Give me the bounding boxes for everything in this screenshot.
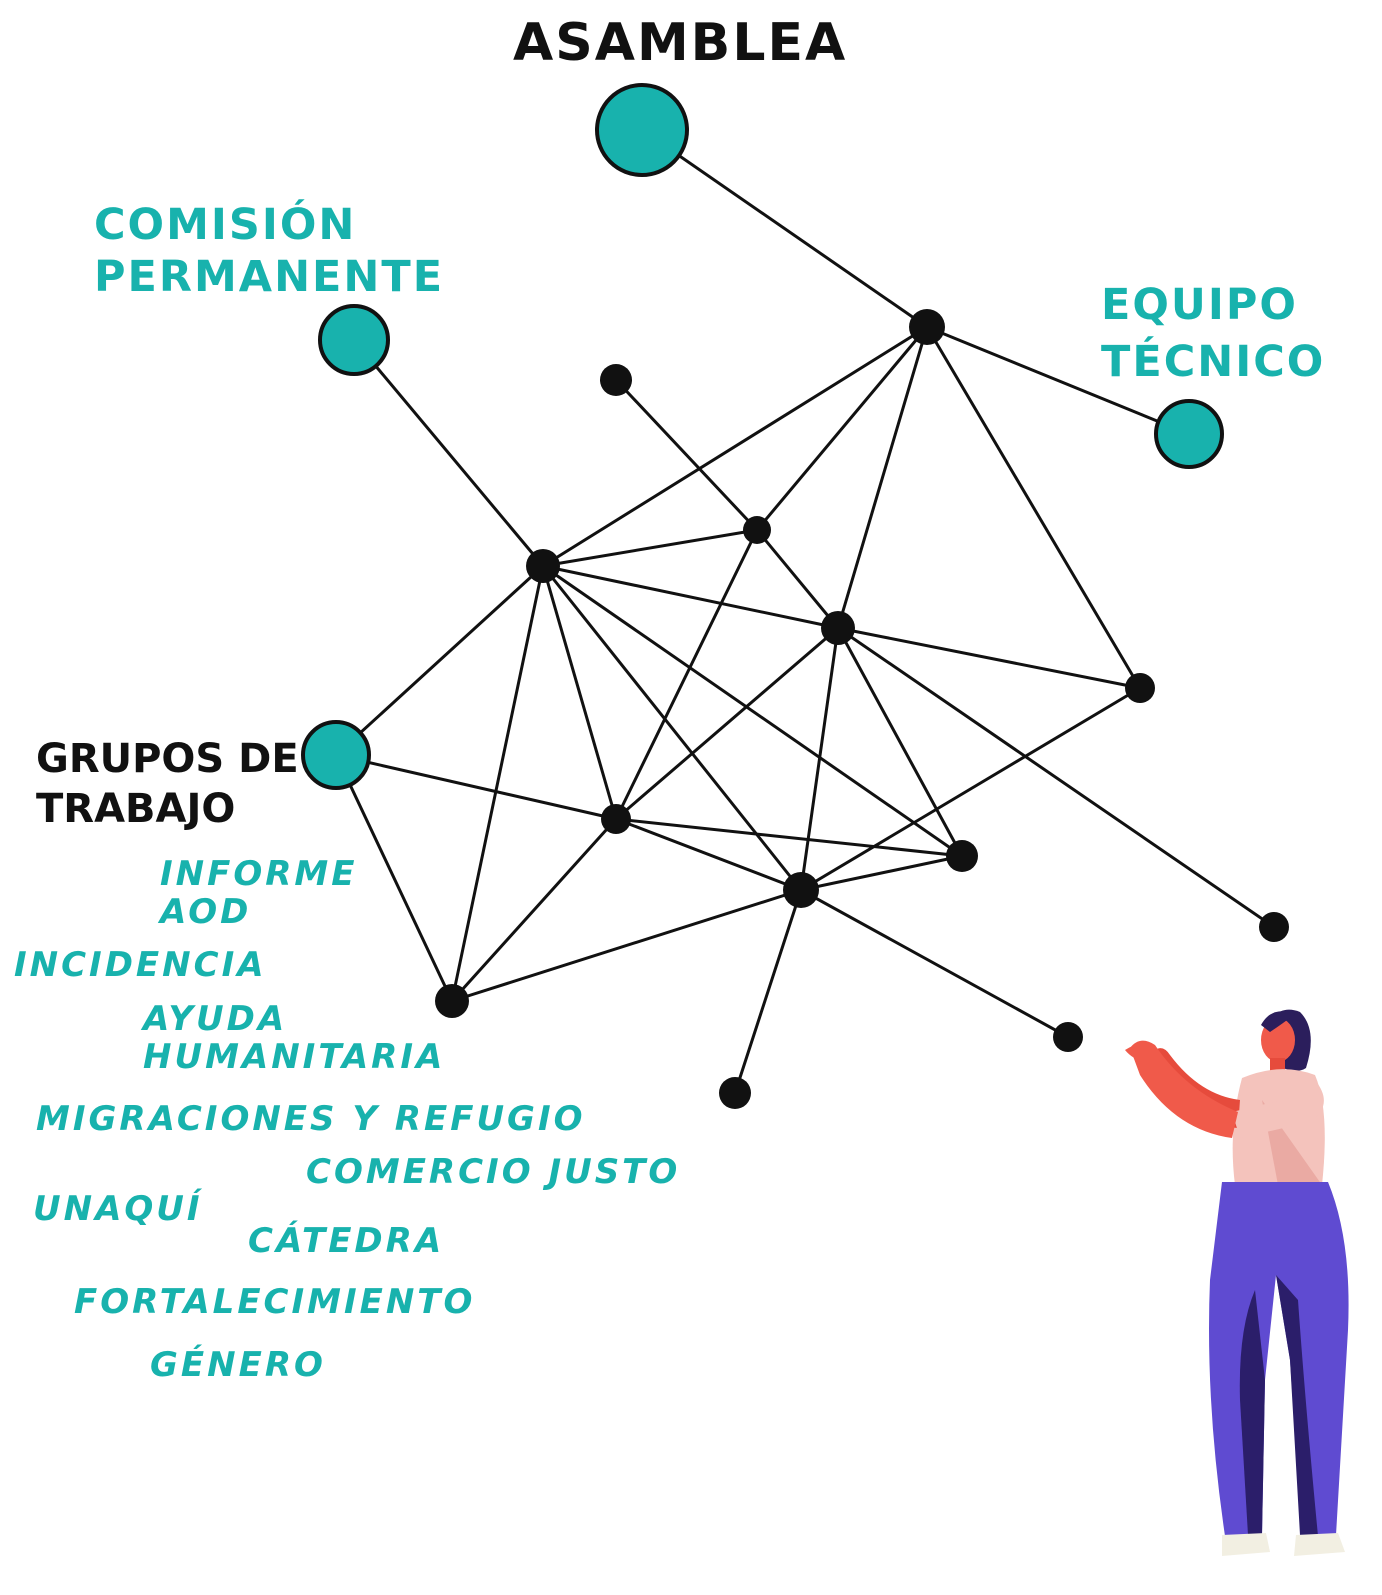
node-asamblea (595, 83, 689, 177)
node-r1 (1125, 673, 1155, 703)
edge-e-i (450, 817, 618, 1003)
edge-hub-r1 (925, 326, 1142, 689)
group-line: INCIDENCIA (14, 945, 267, 985)
woman-presenting-figure (1125, 1009, 1349, 1556)
edge-hub-equipo (926, 325, 1190, 436)
edge-grupos-e (335, 753, 617, 821)
edge-g-k (733, 889, 803, 1094)
edge-comision-c (352, 339, 545, 567)
equipo-line2: TÉCNICO (1101, 336, 1326, 387)
edge-hub-d (836, 326, 929, 629)
node-g (783, 872, 819, 908)
node-j (1053, 1022, 1083, 1052)
edge-c-f (542, 564, 963, 858)
node-k (719, 1077, 751, 1109)
node-equipo (1154, 399, 1224, 469)
node-d (821, 611, 855, 645)
edge-d-g (799, 627, 840, 891)
group-line: MIGRACIONES Y REFUGIO (36, 1099, 586, 1139)
group-informe-aod: INFORME AOD (160, 855, 357, 931)
edge-c-m1 (542, 528, 758, 568)
edge-d-f (836, 627, 964, 857)
edge-c-grupos (334, 564, 545, 757)
group-line: AOD (160, 892, 252, 933)
group-ayuda-humanitaria: AYUDA HUMANITARIA (143, 1000, 445, 1076)
group-line: GÉNERO (150, 1345, 326, 1385)
edge-grupos-i (334, 754, 454, 1002)
group-line: AYUDA (143, 999, 288, 1039)
edge-g-j (800, 888, 1069, 1039)
edge-m1-d (755, 529, 840, 629)
group-unaqui: UNAQUÍ (33, 1190, 203, 1228)
network-nodes (301, 83, 1289, 1109)
edge-d-e (615, 626, 839, 821)
node-m1 (743, 516, 771, 544)
edge-e-g (615, 817, 802, 892)
node-t1 (600, 364, 632, 396)
group-fortalecimiento: FORTALECIMIENTO (74, 1283, 475, 1321)
comision-line2: PERMANENTE (94, 251, 445, 302)
comision-permanente-label: COMISIÓN PERMANENTE (94, 200, 444, 303)
node-grupos (301, 720, 371, 790)
edge-t1-m1 (614, 378, 759, 532)
grupos-de-trabajo-label: GRUPOS DE TRABAJO (36, 734, 299, 834)
group-migraciones-y-refugio: MIGRACIONES Y REFUGIO (36, 1100, 586, 1138)
group-line: COMERCIO JUSTO (306, 1152, 681, 1192)
edge-c-e (541, 565, 618, 820)
edge-hub-m1 (755, 326, 929, 531)
node-i (435, 984, 469, 1018)
edge-d-r1 (837, 626, 1141, 690)
node-h (1259, 912, 1289, 942)
group-line: UNAQUÍ (33, 1189, 203, 1229)
grupos-line1: GRUPOS DE (36, 736, 299, 782)
edge-m1-e (614, 529, 759, 820)
edge-d-h (837, 626, 1275, 929)
edge-g-f (800, 854, 963, 892)
edge-g-i (451, 888, 802, 1003)
equipo-line1: EQUIPO (1101, 280, 1298, 330)
node-c (526, 549, 560, 583)
edge-hub-c (542, 325, 928, 568)
grupos-line2: TRABAJO (36, 786, 236, 832)
equipo-tecnico-label: EQUIPO TÉCNICO (1101, 277, 1325, 391)
edge-asamblea-hub (641, 128, 928, 329)
node-f (946, 840, 978, 872)
edge-c-g (541, 565, 803, 891)
node-hub (909, 309, 945, 345)
network-edges (334, 128, 1275, 1094)
group-catedra: CÁTEDRA (248, 1222, 444, 1260)
edge-c-d (542, 564, 839, 630)
group-incidencia: INCIDENCIA (14, 946, 267, 984)
asamblea-label: ASAMBLEA (513, 13, 848, 73)
node-comision (318, 304, 390, 376)
group-line: CÁTEDRA (248, 1221, 445, 1261)
edge-r1-g (800, 686, 1141, 892)
group-comercio-justo: COMERCIO JUSTO (306, 1153, 680, 1191)
comision-line1: COMISIÓN (94, 200, 357, 250)
edge-e-f (615, 817, 963, 858)
group-line: FORTALECIMIENTO (74, 1282, 476, 1322)
group-line: INFORME (160, 854, 358, 894)
node-e (601, 804, 631, 834)
edge-c-i (450, 565, 545, 1002)
group-genero: GÉNERO (150, 1346, 326, 1384)
group-line: HUMANITARIA (143, 1037, 446, 1078)
